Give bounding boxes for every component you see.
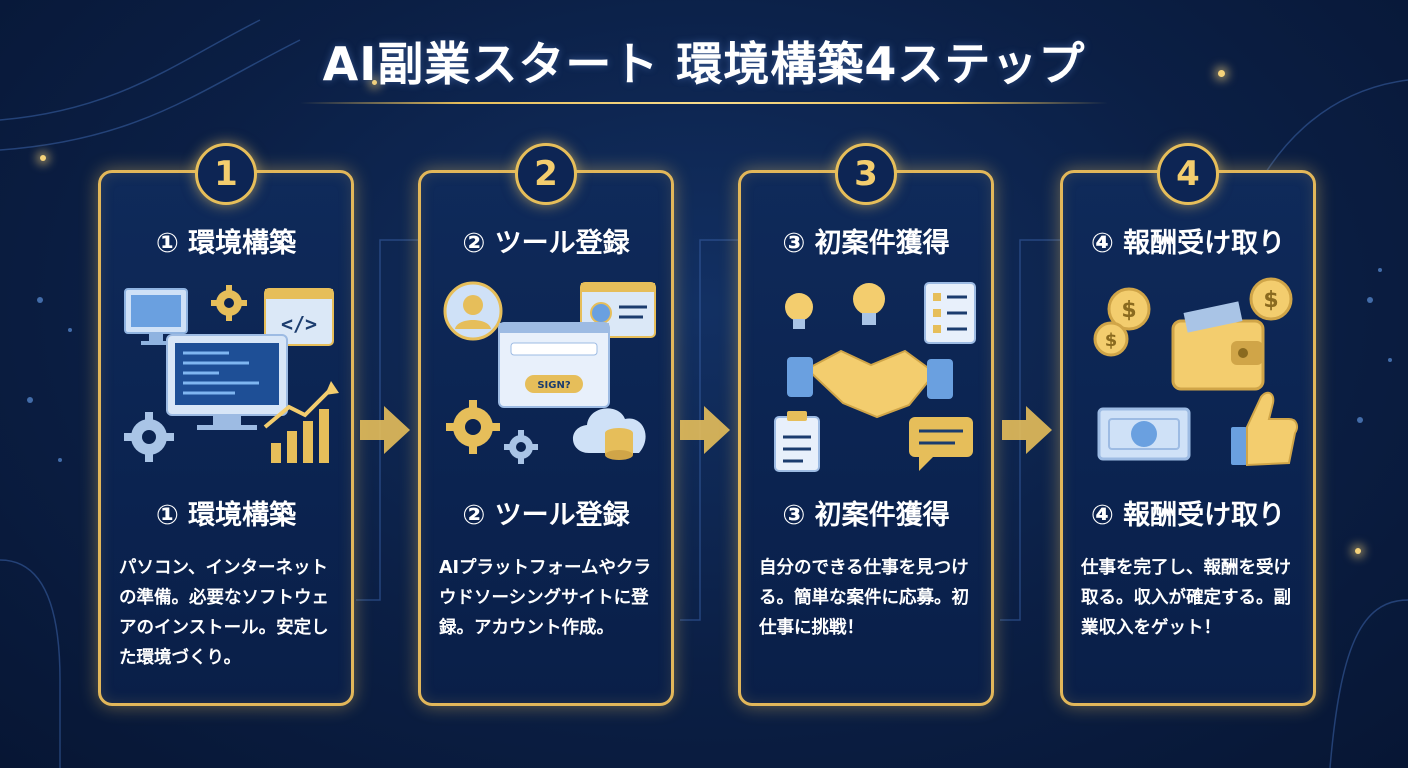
step-card-1: 1 ① 環境構築 </> — [98, 143, 354, 706]
step-number-badge: 1 — [195, 143, 257, 205]
desktop-screen-icon — [166, 334, 288, 430]
gear-icon — [124, 412, 174, 462]
svg-text:$: $ — [1105, 330, 1118, 351]
step-arrow — [360, 406, 410, 454]
user-icon — [443, 281, 503, 341]
step-card-4: 4 ④ 報酬受け取り $ $ $ ④ 報酬受け取り 仕事を完了し、報酬を — [1060, 143, 1316, 706]
lightbulb-icon — [853, 283, 885, 325]
handshake-icon — [787, 349, 953, 419]
step-label: ② ツール登録 — [462, 500, 630, 531]
payment-illustration: $ $ $ — [1093, 277, 1298, 467]
clipboard-icon — [774, 411, 820, 472]
glow-dot — [40, 155, 46, 161]
cloud-database-icon — [572, 408, 646, 460]
step-arrow — [680, 406, 730, 454]
wallet-icon — [1171, 301, 1265, 391]
gear-icon — [504, 430, 538, 464]
step-arrow — [1002, 406, 1052, 454]
page-title: AI副業スタート 環境構築4ステップ — [322, 37, 1086, 91]
signup-form-icon: SIGN? — [498, 322, 610, 408]
sign-button-text: SIGN? — [537, 380, 571, 391]
step-label: ④ 報酬受け取り — [1090, 500, 1286, 531]
lightbulb-icon — [785, 293, 813, 329]
step-card-2: 2 ② ツール登録 SIGN? — [418, 143, 674, 706]
cash-bill-icon — [1097, 407, 1191, 461]
step-description: 自分のできる仕事を見つける。簡単な案件に応募。初仕事に挑戦！ — [759, 558, 969, 638]
environment-setup-illustration: </> — [124, 285, 339, 463]
glow-dot — [372, 80, 377, 85]
first-job-illustration — [774, 282, 976, 472]
step-description: AIプラットフォームやクラウドソーシングサイトに登録。アカウント作成。 — [439, 558, 652, 638]
svg-text:$: $ — [1263, 288, 1278, 313]
glow-dot — [1355, 548, 1361, 554]
step-card-3: 3 ③ 初案件獲得 ③ 初案件獲得 — [738, 143, 994, 706]
checklist-icon — [924, 282, 976, 344]
monitor-icon — [124, 288, 188, 345]
code-window-icon: </> — [264, 288, 334, 346]
step-number-badge: 3 — [835, 143, 897, 205]
glow-dot — [1218, 70, 1225, 77]
step-number-badge: 2 — [515, 143, 577, 205]
coin-icon: $ — [1249, 277, 1293, 321]
step-heading: ② ツール登録 — [462, 228, 630, 259]
step-number-badge: 4 — [1157, 143, 1219, 205]
step-label: ① 環境構築 — [155, 500, 297, 531]
svg-text:</>: </> — [281, 312, 317, 336]
svg-text:$: $ — [1121, 298, 1136, 323]
thumbs-up-icon — [1231, 391, 1298, 467]
coin-icon: $ $ — [1093, 287, 1151, 357]
growth-chart-icon — [263, 381, 339, 463]
step-description: 仕事を完了し、報酬を受け取る。収入が確定する。副業収入をゲット！ — [1081, 558, 1291, 638]
step-heading: ④ 報酬受け取り — [1090, 228, 1286, 259]
gear-icon — [211, 285, 247, 321]
tool-registration-illustration: SIGN? — [443, 281, 656, 464]
title-underline — [300, 102, 1108, 104]
step-heading: ① 環境構築 — [155, 228, 297, 259]
chat-bubble-icon — [909, 417, 973, 471]
step-description: パソコン、インターネットの準備。必要なソフトウェアのインストール。安定した環境づ… — [119, 558, 329, 668]
step-heading: ③ 初案件獲得 — [782, 228, 950, 259]
gear-icon — [446, 400, 500, 454]
step-label: ③ 初案件獲得 — [782, 500, 950, 531]
